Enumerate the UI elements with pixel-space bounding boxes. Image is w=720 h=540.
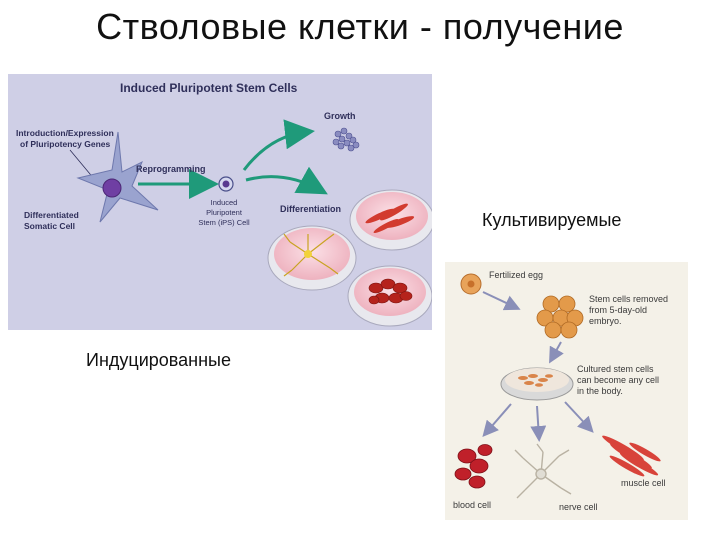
cultured-label-line1: Cultured stem cells (577, 364, 654, 374)
blood-dish (347, 265, 432, 327)
ipsc-heading: Induced Pluripotent Stem Cells (120, 81, 298, 95)
cultured-label-line3: in the body. (577, 386, 623, 396)
ips-label-line1: Induced (211, 198, 238, 207)
somatic-cell (76, 131, 159, 223)
egg-nucleus (467, 280, 475, 288)
cultured-label-line2: can become any cell (577, 375, 659, 385)
nerve-cells (514, 443, 572, 499)
muscle-cells (602, 435, 661, 477)
growth-arrow (242, 119, 315, 171)
growth-label: Growth (324, 111, 356, 121)
embryo-cells (536, 295, 584, 339)
caption-induced: Индуцированные (86, 350, 231, 370)
differentiation-label: Differentiation (280, 204, 341, 214)
blood-cells (454, 444, 493, 489)
muscle-dish (349, 189, 432, 251)
intro-label-line1: Introduction/Expression (16, 128, 114, 138)
blood-cell-label: blood cell (453, 500, 491, 510)
ipsc-diagram: Induced Pluripotent Stem Cells Introduct… (8, 74, 432, 330)
culture-dish (500, 367, 574, 401)
dish-to-nerve-arrow (530, 405, 547, 442)
neural-dish (267, 225, 357, 291)
dish-to-muscle-arrow (564, 401, 594, 433)
egg-to-embryo-arrow (482, 291, 521, 311)
ips-nucleus (222, 180, 230, 188)
slide-title: Стволовые клетки - получение (96, 6, 624, 47)
embryo-to-dish-arrow (549, 341, 564, 364)
ips-label-line3: Stem (iPS) Cell (198, 218, 250, 227)
somatic-label-line1: Differentiated (24, 210, 79, 220)
growth-cluster (332, 127, 360, 152)
muscle-cell-label: muscle cell (621, 478, 666, 488)
caption-cultured: Культивируемые (482, 210, 622, 230)
removed-label-line3: embryo. (589, 316, 622, 326)
somatic-label-line2: Somatic Cell (24, 221, 75, 231)
differentiation-arrow (245, 166, 328, 195)
fertilized-egg-label: Fertilized egg (489, 270, 543, 280)
nerve-cell-label: nerve cell (559, 502, 598, 512)
es-diagram: Fertilized egg Stem cells removed from 5… (445, 262, 688, 520)
ips-label-line2: Pluripotent (206, 208, 243, 217)
intro-label-line2: of Pluripotency Genes (20, 139, 110, 149)
removed-label-line2: from 5-day-old (589, 305, 647, 315)
reprogramming-label: Reprogramming (136, 164, 206, 174)
removed-label-line1: Stem cells removed (589, 294, 668, 304)
dish-to-blood-arrow (482, 403, 512, 438)
somatic-nucleus (102, 178, 122, 198)
